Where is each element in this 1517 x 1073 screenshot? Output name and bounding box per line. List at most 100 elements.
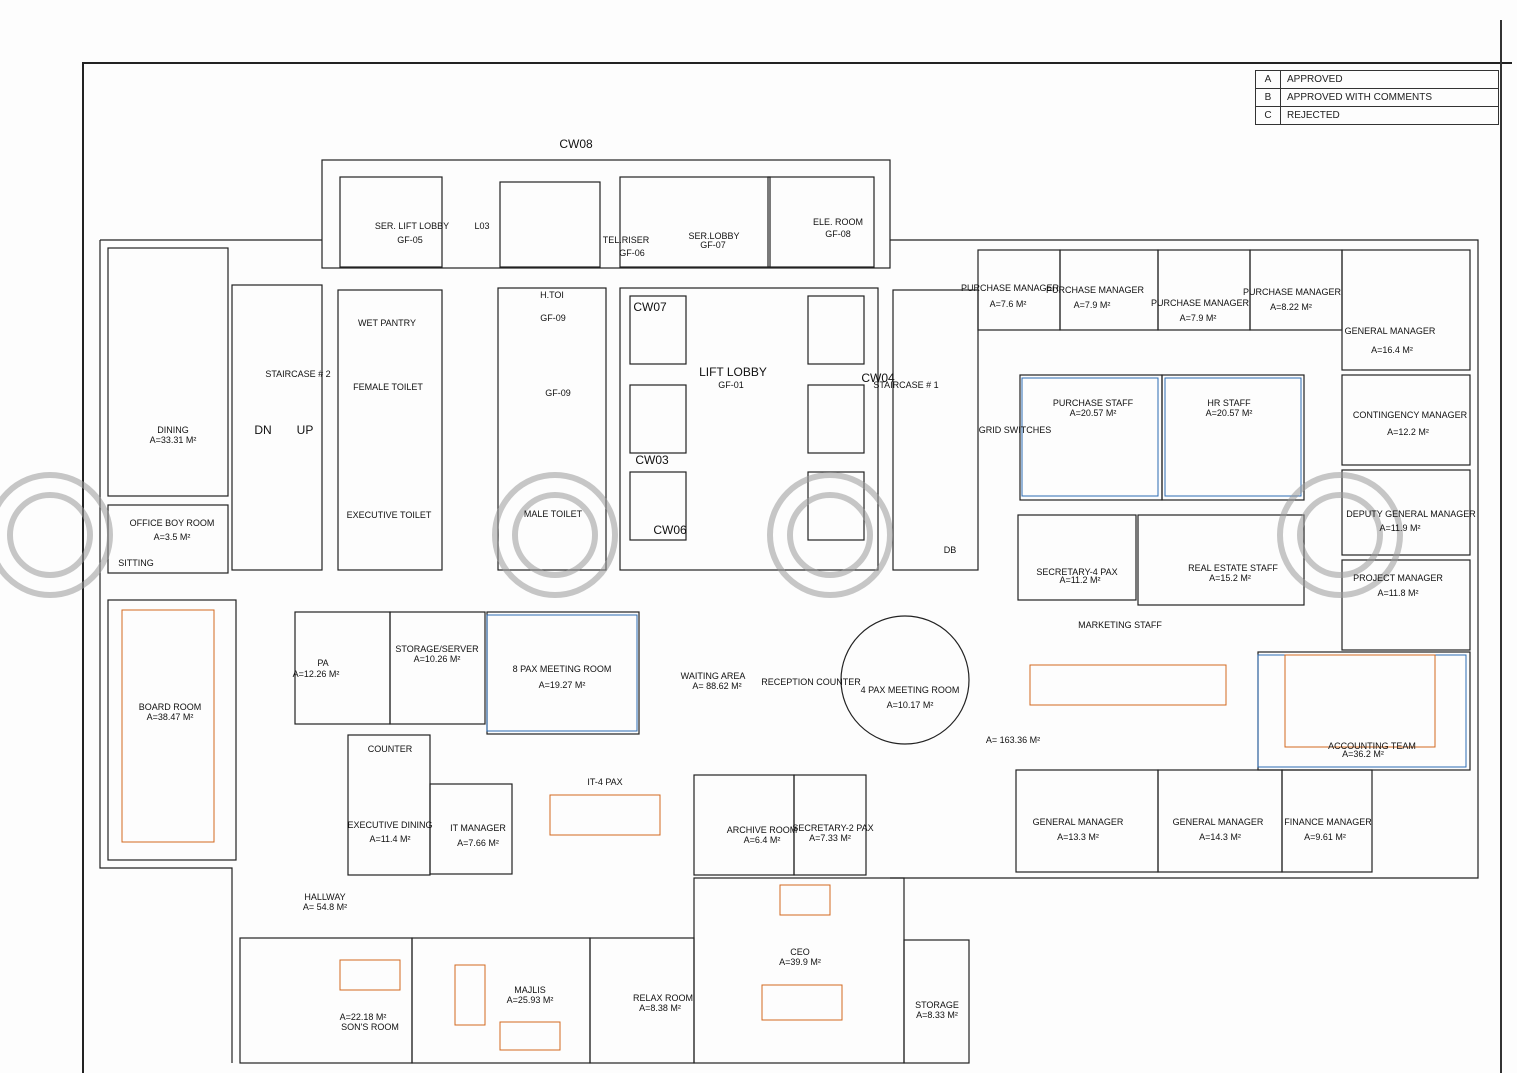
ceo-area: A=39.9 M² [779,957,821,967]
accounting-area: A=36.2 M² [1342,749,1384,759]
hallway-label: HALLWAY [304,892,346,902]
deputy-gm-area: A=11.9 M² [1379,523,1421,533]
dining-label: DINING [157,425,189,435]
legend-label: REJECTED [1280,106,1499,125]
contingency-area: A=12.2 M² [1387,427,1429,437]
cw08-label: CW08 [559,137,593,151]
l03-label: L03 [474,221,490,231]
it-manager-area: A=7.66 M² [457,838,499,848]
storage-server-label: STORAGE/SERVER [395,644,479,654]
purchase-mgr3-label: PURCHASE MANAGER [1150,298,1250,308]
executive-toilet-label: EXECUTIVE TOILET [346,510,432,520]
meeting4-label: 4 PAX MEETING ROOM [860,685,960,695]
hr-staff-label: HR STAFF [1207,398,1251,408]
board-room-label: BOARD ROOM [138,702,202,712]
sons-room-label: SON'S ROOM [341,1022,399,1032]
staircase2-label: STAIRCASE # 2 [265,369,331,379]
deputy-gm-label: DEPUTY GENERAL MANAGER [1346,509,1476,519]
ele-room-label: ELE. ROOM [812,217,864,227]
purchase-mgr1-label: PURCHASE MANAGER [960,283,1060,293]
up-label: UP [296,423,314,437]
exec-dining-label: EXECUTIVE DINING [347,820,433,830]
office-boy-area: A=3.5 M² [153,532,191,542]
counter-label: COUNTER [367,744,413,754]
general-mgr-top-label: GENERAL MANAGER [1344,326,1436,336]
general-mgr-top-area: A=16.4 M² [1371,345,1413,355]
hallway-area: A= 54.8 M² [302,902,348,912]
project-mgr-area: A=11.8 M² [1377,588,1419,598]
h-toi-label: H.TOI [540,290,564,300]
waiting-label: WAITING AREA [680,671,746,681]
furniture [121,609,1436,1051]
purchase-mgr4-area: A=8.22 M² [1270,302,1312,312]
sitting-label: SITTING [118,558,154,568]
purchase-mgr4-label: PURCHASE MANAGER [1242,287,1342,297]
gm-b1-label: GENERAL MANAGER [1032,817,1124,827]
finance-mgr-area: A=9.61 M² [1304,832,1346,842]
reception-label: RECEPTION COUNTER [761,677,861,687]
archive-area: A=6.4 M² [743,835,781,845]
pa-label: PA [317,658,329,668]
meeting8-area: A=19.27 M² [538,680,586,690]
hr-staff-area: A=20.57 M² [1205,408,1253,418]
tel-riser-label: TEL.RISER [602,235,650,245]
ceo-label: CEO [790,947,810,957]
purchase-staff-area: A=20.57 M² [1069,408,1117,418]
dn-label: DN [254,423,272,437]
office-boy-label: OFFICE BOY ROOM [129,518,215,528]
gm-b2-area: A=14.3 M² [1199,832,1241,842]
gf09a-label: GF-09 [540,313,566,323]
cw06-label: CW06 [653,523,687,537]
project-mgr-label: PROJECT MANAGER [1353,573,1443,583]
dining-area: A=33.31 M² [149,435,197,445]
purchase-mgr2-area: A=7.9 M² [1073,300,1111,310]
gf06-label: GF-06 [619,248,645,258]
relax-area: A=8.38 M² [639,1003,681,1013]
meeting4-area: A=10.17 M² [886,700,934,710]
staircase1-label: STAIRCASE # 1 [873,380,939,390]
cw03-label: CW03 [635,453,669,467]
contingency-label: CONTINGENCY MANAGER [1352,410,1468,420]
partitions [486,377,1467,768]
gf01-label: GF-01 [718,380,744,390]
gm-b2-label: GENERAL MANAGER [1172,817,1264,827]
exec-dining-area: A=11.4 M² [369,834,411,844]
lift-lobby-label: LIFT LOBBY [699,365,767,379]
gf07-label: GF-07 [700,240,726,250]
secretary4-label: SECRETARY-4 PAX [1036,567,1118,577]
gf05-label: GF-05 [397,235,423,245]
archive-label: ARCHIVE ROOM [726,825,798,835]
board-room-area: A=38.47 M² [146,712,194,722]
it-manager-label: IT MANAGER [450,823,506,833]
secretary2-label: SECRETARY-2 PAX [792,823,874,833]
db-label: DB [943,545,957,555]
grid-switches-label: GRID SWITCHES [978,425,1052,435]
purchase-mgr2-label: PURCHASE MANAGER [1045,285,1145,295]
storage-area: A=8.33 M² [916,1010,958,1020]
gm-b1-area: A=13.3 M² [1057,832,1099,842]
open-area: A= 163.36 M² [985,735,1041,745]
majlis-label: MAJLIS [514,985,546,995]
pa-area: A=12.26 M² [292,669,340,679]
gf09b-label: GF-09 [545,388,571,398]
waiting-area: A= 88.62 M² [692,681,742,691]
cw07-label: CW07 [633,300,667,314]
gf08-label: GF-08 [825,229,851,239]
real-estate-label: REAL ESTATE STAFF [1188,563,1278,573]
ser-lift-lobby-label: SER. LIFT LOBBY [374,221,450,231]
secretary4-area: A=11.2 M² [1059,575,1101,585]
real-estate-area: A=15.2 M² [1209,573,1251,583]
sheet-border-right [1500,20,1514,1073]
wet-pantry-label: WET PANTRY [357,318,417,328]
male-toilet-label: MALE TOILET [523,509,583,519]
female-toilet-label: FEMALE TOILET [353,382,423,392]
relax-label: RELAX ROOM [632,993,694,1003]
purchase-mgr3-area: A=7.9 M² [1179,313,1217,323]
storage-server-area: A=10.26 M² [413,654,461,664]
purchase-mgr1-area: A=7.6 M² [989,299,1027,309]
meeting8-label: 8 PAX MEETING ROOM [512,664,612,674]
it4-label: IT-4 PAX [587,777,623,787]
